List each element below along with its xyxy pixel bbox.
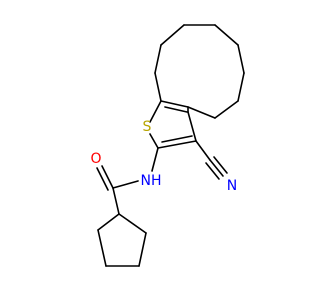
bond-cp5-cp1 (118, 213, 147, 234)
bond-cn-triple-1 (209, 159, 224, 177)
bond-cn-triple-3 (213, 156, 228, 174)
bond-cn-triple-2 (205, 162, 220, 180)
bond-c3t-c9 (187, 111, 197, 142)
bond-carbonyl-o (101, 165, 114, 189)
bond-c1-c9-double (164, 106, 188, 113)
bond-c3-c4 (160, 24, 185, 46)
bond-c9-c8 (187, 106, 216, 119)
bond-carbonyl-o-double (96, 167, 109, 191)
bond-n-carbonyl (112, 180, 139, 189)
bond-c1-s (149, 100, 162, 123)
amide-group (96, 147, 159, 215)
bond-c5-c6 (214, 24, 239, 46)
cyclopentane-ring (97, 213, 147, 267)
bond-c2t-n (151, 147, 159, 172)
bond-s-c2t (149, 133, 159, 149)
bond-c1-c2 (154, 72, 162, 102)
bond-c7-c8 (237, 72, 245, 102)
bond-c1-c9 (160, 100, 189, 108)
molecule-structure: S O NH N (90, 24, 245, 267)
bond-c2t-c3t (157, 140, 197, 149)
bond-c3t-cn (195, 140, 211, 161)
bond-c8-c9 (214, 100, 239, 119)
bond-cp1-cp2 (97, 213, 120, 231)
bond-cp2-cp3 (97, 229, 107, 267)
bond-cp4-cp5 (138, 232, 147, 267)
bond-carbonyl-cp (112, 187, 120, 215)
nitrile-group (195, 140, 228, 180)
nitrile-nitrogen-label: N (227, 178, 237, 194)
thiophene-ring (149, 100, 216, 149)
bond-c6-c7 (237, 44, 245, 74)
bond-c2-c3 (154, 44, 162, 74)
oxygen-atom-label: O (90, 151, 101, 167)
sulfur-atom-label: S (143, 119, 152, 135)
cyclooctane-ring (154, 24, 245, 119)
atom-labels: S O NH N (90, 119, 237, 194)
amide-nitrogen-label: NH (141, 173, 162, 189)
bond-c2t-c3t-double (161, 135, 193, 143)
